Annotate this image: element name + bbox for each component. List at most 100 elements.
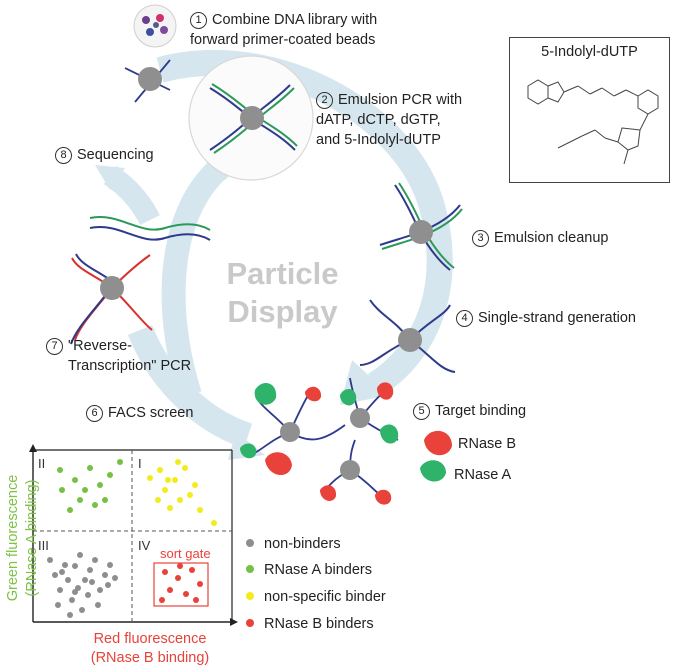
step-3-number: 3 (472, 230, 489, 247)
facs-event-dot (72, 563, 78, 569)
facs-plot (29, 444, 238, 626)
facs-event-dot (82, 487, 88, 493)
facs-event-dot (189, 567, 195, 573)
x-axis-line2: (RNase B binding) (90, 650, 210, 666)
facs-event-dot (102, 572, 108, 578)
facs-event-dot (47, 557, 53, 563)
facs-event-dot (77, 497, 83, 503)
step-1-line1: Combine DNA library with (212, 12, 378, 28)
structure-title: 5-Indolyl-dUTP (541, 44, 638, 60)
rt-pcr-bead (70, 253, 153, 345)
legend-dot-yellow (246, 592, 254, 600)
facs-event-dot (52, 572, 58, 578)
step-6-text: FACS screen (108, 405, 194, 421)
facs-event-dot (167, 587, 173, 593)
x-axis-line1: Red fluorescence (93, 631, 207, 647)
sequencing-dna (89, 216, 211, 241)
facs-event-dot (67, 612, 73, 618)
step-3-text: Emulsion cleanup (494, 230, 609, 246)
facs-event-dot (112, 575, 118, 581)
rnase-a-icon (420, 460, 446, 482)
facs-event-dot (87, 567, 93, 573)
facs-event-dot (172, 477, 178, 483)
facs-event-dot (97, 587, 103, 593)
step-7-line2: Transcription" PCR (68, 358, 192, 374)
step-4-label: 4 Single-strand generation (456, 308, 636, 328)
facs-event-dot (193, 597, 199, 603)
facs-event-dot (192, 482, 198, 488)
step-1-line2: forward primer-coated beads (190, 32, 376, 48)
facs-event-dot (197, 507, 203, 513)
step-4-number: 4 (456, 310, 473, 327)
dna-library-icon (133, 4, 177, 48)
legend-item-non-binders: non-binders (246, 536, 341, 552)
primer-bead (124, 59, 171, 103)
facs-event-dot (147, 475, 153, 481)
step-5-number: 5 (413, 403, 430, 420)
facs-event-dot (67, 507, 73, 513)
legend-item-rnase-a: RNase A binders (246, 562, 372, 578)
facs-event-dot (57, 587, 63, 593)
facs-event-dot (85, 592, 91, 598)
facs-event-dot (95, 602, 101, 608)
y-axis-line2: (RNase A binding) (24, 479, 40, 597)
legend-label: RNase B binders (264, 616, 374, 632)
facs-event-dot (107, 562, 113, 568)
center-title-line1: Particle (226, 256, 339, 291)
facs-event-dot (59, 569, 65, 575)
step-8-text: Sequencing (77, 147, 154, 163)
facs-event-dot (69, 597, 75, 603)
facs-event-dot (92, 557, 98, 563)
legend-dot-grey (246, 539, 254, 547)
facs-event-dot (187, 492, 193, 498)
facs-event-dot (79, 607, 85, 613)
target-binding-cluster (240, 377, 399, 505)
quadrant-ii-label: II (38, 456, 46, 471)
step-7-line1: "Reverse- (68, 338, 132, 354)
facs-event-dot (77, 552, 83, 558)
legend-label: non-binders (264, 536, 341, 552)
single-strand-bead (359, 299, 456, 373)
legend-dot-red (246, 619, 254, 627)
facs-event-dot (55, 602, 61, 608)
rnase-b-icon (424, 430, 452, 456)
quadrant-i-label: I (138, 456, 142, 471)
step-3-label: 3 Emulsion cleanup (472, 228, 608, 248)
facs-event-dot (165, 477, 171, 483)
facs-event-dot (59, 487, 65, 493)
legend-label: non-specific binder (264, 589, 386, 605)
facs-event-dot (105, 582, 111, 588)
step-2-line3: and 5-Indolyl-dUTP (316, 132, 441, 148)
legend-item-rnase-b: RNase B binders (246, 616, 374, 632)
step-7-label: 7 "Reverse- Transcription" PCR (46, 336, 191, 376)
facs-event-dot (159, 597, 165, 603)
facs-event-dot (175, 575, 181, 581)
step-2-number: 2 (316, 92, 333, 109)
facs-event-dot (155, 497, 161, 503)
facs-event-dot (183, 591, 189, 597)
step-7-number: 7 (46, 338, 63, 355)
facs-event-dot (82, 577, 88, 583)
rnase-a-label: RNase A (454, 467, 512, 483)
indolyl-dutp-structure (527, 79, 659, 165)
rnase-b-label: RNase B (458, 436, 517, 452)
legend-item-non-specific: non-specific binder (246, 589, 386, 605)
facs-event-dot (167, 505, 173, 511)
facs-event-dot (97, 482, 103, 488)
step-8-number: 8 (55, 147, 72, 164)
facs-event-dot (102, 497, 108, 503)
step-4-text: Single-strand generation (478, 310, 636, 326)
center-title: Particle Display (205, 255, 360, 331)
facs-event-dot (162, 487, 168, 493)
sort-gate-label: sort gate (160, 546, 211, 561)
facs-event-dot (117, 459, 123, 465)
y-axis-line1: Green fluorescence (5, 474, 21, 602)
facs-event-dot (177, 563, 183, 569)
cleanup-bead (379, 182, 463, 271)
facs-event-dot (211, 520, 217, 526)
